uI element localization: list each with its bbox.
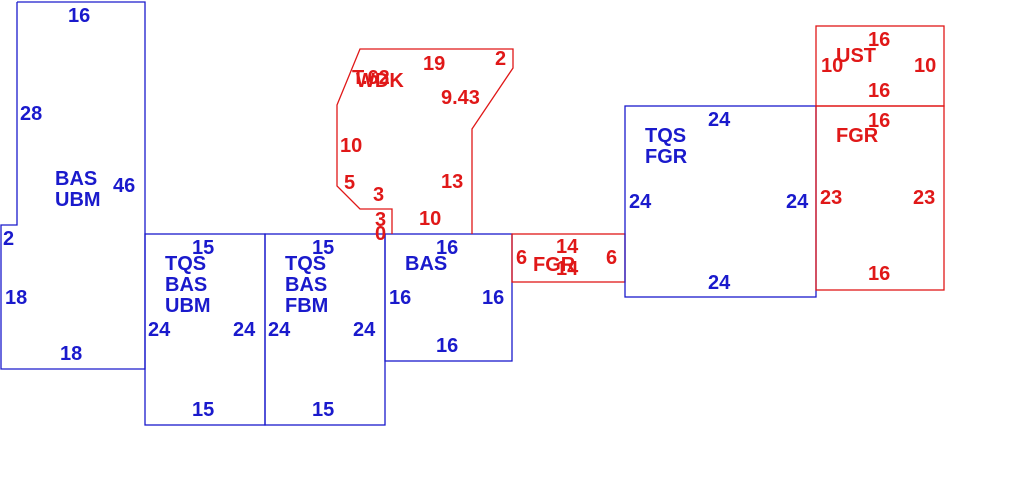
area-label-2: BAS [165,274,207,296]
dimension-label: 24 [268,319,291,341]
dimension-label: 16 [436,237,458,259]
dimension-label: 10 [821,55,843,77]
area-bas-center: BAS 16 16 16 16 [384,233,513,362]
dimension-label: 15 [192,237,214,259]
dimension-label: 16 [868,110,890,132]
outline [0,1,146,370]
dimension-label: 16 [868,29,890,51]
dimension-label: 14 [556,236,579,258]
area-label-1: TQS [645,125,686,147]
area-label-3: FBM [285,295,328,317]
area-label-1: WDK [356,70,404,92]
area-label-3: UBM [165,295,211,317]
dimension-label: 15 [192,399,214,421]
dimension-label: 6 [516,247,527,269]
dimension-label: 2 [3,228,14,250]
outline [384,233,513,362]
outline [815,105,945,291]
area-label-1: FGR [533,254,576,276]
dimension-label: 15 [312,237,334,259]
area-fgr-connector: FGR 6 14 14 6 [511,233,626,283]
dimension-label: 16 [868,263,890,285]
dimension-label: 9.43 [441,87,480,109]
area-label-2: FGR [645,146,688,168]
dimension-label: 3 [373,184,384,206]
dimension-label: 24 [708,109,731,131]
dimension-label: 24 [233,319,256,341]
dimension-label: 10 [914,55,936,77]
dimension-label: 23 [913,187,935,209]
dimension-label: 16 [436,335,458,357]
dimension-label: 16 [868,80,890,102]
dimension-label: 24 [353,319,376,341]
dimension-label: 19 [423,53,445,75]
area-ust: UST 16 10 10 16 [815,25,945,107]
area-fgr-right: FGR 16 23 23 16 [815,105,945,291]
dimension-label: 16 [68,5,90,27]
dimension-label: 13 [441,171,463,193]
dimension-label: 15 [312,399,334,421]
dimension-label: 10 [340,135,362,157]
area-bas-ubm-left: BAS UBM 16 28 46 2 18 18 [0,1,146,370]
outline [336,48,514,234]
area-tqs-bas-ubm: TQS BAS UBM 15 24 24 15 [144,233,266,426]
area-wdk: WDK T.62 19 2 9.43 10 13 5 3 3 10 0 [336,48,514,245]
area-label-1: BAS [55,168,97,190]
dimension-label: 18 [5,287,27,309]
area-label-1: UST [836,45,876,67]
dimension-label: 24 [148,319,171,341]
dimension-label: 28 [20,103,42,125]
dimension-label: 0 [375,223,386,245]
dimension-label: 18 [60,343,82,365]
dimension-label: 16 [389,287,411,309]
dimension-label: 46 [113,175,135,197]
dimension-label: 6 [606,247,617,269]
dimension-label: 10 [419,208,441,230]
dimension-label: 2 [495,48,506,70]
area-tqs-fgr: TQS FGR 24 24 24 24 [624,105,817,298]
dimension-label: 5 [344,172,355,194]
dimension-label: 14 [556,258,579,280]
dimension-label: 24 [629,191,652,213]
area-label-2: BAS [285,274,327,296]
area-tqs-bas-fbm: TQS BAS FBM 15 24 24 15 [264,233,386,426]
dimension-label: 16 [482,287,504,309]
dimension-label: 23 [820,187,842,209]
area-label-1: BAS [405,253,447,275]
dimension-label: 24 [708,272,731,294]
area-label-1: FGR [836,125,879,147]
area-label-2: T.62 [352,67,390,89]
dimension-label: 24 [786,191,809,213]
area-label-1: TQS [165,253,206,275]
area-label-2: UBM [55,189,101,211]
dimension-label: 3 [375,209,386,231]
area-label-1: TQS [285,253,326,275]
